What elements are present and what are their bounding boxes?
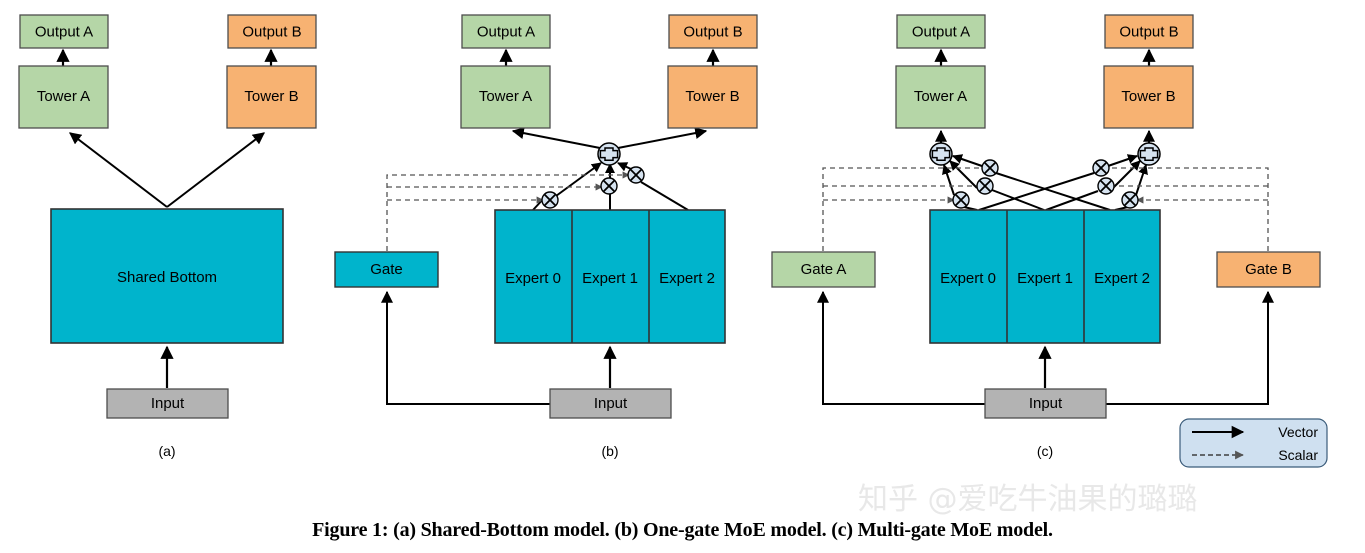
panel-c-mul-node-a0	[952, 191, 970, 209]
panel-c-output-a-label: Output A	[912, 23, 970, 40]
panel-b-tower-b-label: Tower B	[685, 88, 739, 105]
panel-c-tower-b-label: Tower B	[1121, 88, 1175, 105]
legend-scalar-label: Scalar	[1278, 447, 1318, 463]
panel-b-sum-node	[597, 142, 621, 166]
panel-b-output-b-box	[668, 14, 758, 49]
panel-b-experts-box	[494, 209, 726, 344]
panel-c-expert-0-label: Expert 0	[940, 270, 996, 287]
panel-b-gate-box	[334, 251, 439, 288]
panel-b-output-a-label: Output A	[477, 23, 535, 40]
panel-b-mul-node-1	[600, 177, 618, 195]
panel-b-input-label: Input	[594, 395, 628, 412]
panel-a-caption: (a)	[158, 443, 175, 459]
panel-c-tower-a-box	[895, 65, 986, 129]
panel-b-tower-b-box	[667, 65, 758, 129]
arrow-c-input-to-gate-a	[817, 290, 985, 405]
panel-b-gate-label: Gate	[370, 261, 403, 278]
panel-c-output-b-label: Output B	[1119, 23, 1178, 40]
arrow-c-input-to-gate-b	[1105, 290, 1274, 405]
panel-a-tower-b-box	[226, 65, 317, 129]
panel-c-output-b-box	[1104, 14, 1194, 49]
dashed-c-gateA-to-mulA2	[822, 164, 999, 287]
arrow-c-mulB0-to-sumB	[1107, 154, 1138, 167]
arrow-shared-bottom-to-tower-a	[69, 132, 168, 208]
panel-b-expert-1-label: Expert 1	[582, 270, 638, 287]
arrow-b-mul2-to-sum	[617, 162, 632, 172]
panel-b-expert-2-label: Expert 2	[659, 270, 715, 287]
legend-vector-label: Vector	[1278, 424, 1318, 440]
arrow-c-mulB1-to-sumB	[1112, 160, 1141, 189]
arrow-c-mulA1-to-sumA	[949, 160, 978, 189]
panel-c-mul-node-a1	[976, 177, 994, 195]
panel-b-tower-a-label: Tower A	[479, 88, 532, 105]
panel-c-expert-2-label: Expert 2	[1094, 270, 1150, 287]
panel-c-sum-node-b	[1137, 142, 1161, 166]
panel-c-gate-a-box	[771, 251, 876, 288]
legend: Vector Scalar	[1179, 418, 1328, 468]
panel-c-gate-b-label: Gate B	[1245, 261, 1292, 278]
arrow-b-expert2-to-mul2	[640, 181, 689, 211]
dashed-c-gateB-to-mulB0	[1092, 164, 1269, 287]
panel-c-caption: (c)	[1037, 443, 1053, 459]
dashed-b-gate-to-mul2	[386, 171, 630, 287]
arrow-b-mul0-to-sum	[555, 162, 602, 197]
arrow-c-expert1-to-mulA1	[991, 189, 1045, 211]
panel-c-mul-node-b2	[1121, 191, 1139, 209]
panel-c-experts-box	[929, 209, 1161, 344]
panel-b-output-b-label: Output B	[683, 23, 742, 40]
arrow-c-expert0-to-mulB0	[978, 172, 1095, 211]
panel-c-input-box	[984, 388, 1107, 419]
arrow-b-sum-to-tower-a	[511, 127, 601, 149]
panel-c-mul-node-b0	[1092, 159, 1110, 177]
panel-b: Output A Tower A Output B Tower B Gate E…	[334, 14, 758, 459]
panel-c-input-label: Input	[1029, 395, 1063, 412]
watermark: 知乎 @爱吃牛油果的璐璐	[858, 482, 1198, 517]
panel-a-output-a-label: Output A	[35, 23, 93, 40]
arrow-c-mulA0-to-sumA	[942, 164, 955, 196]
arrow-c-mulA2-to-sumA	[952, 154, 983, 167]
arrow-c-expert2-to-mulA2	[995, 172, 1111, 211]
panel-c: Output A Tower A Output B Tower B Gate A…	[771, 14, 1321, 459]
panel-c-output-a-box	[896, 14, 986, 49]
panel-c-tower-b-box	[1103, 65, 1194, 129]
figure-caption: Figure 1: (a) Shared-Bottom model. (b) O…	[312, 519, 1053, 541]
panel-a-tower-a-box	[18, 65, 109, 129]
panel-a: Output A Tower A Output B Tower B Shared…	[18, 14, 317, 459]
panel-c-mul-node-a2	[981, 159, 999, 177]
panel-a-output-b-label: Output B	[242, 23, 301, 40]
panel-c-gate-b-box	[1216, 251, 1321, 288]
arrow-shared-bottom-to-tower-b	[166, 132, 265, 208]
panel-a-tower-b-label: Tower B	[244, 88, 298, 105]
panel-c-tower-a-label: Tower A	[914, 88, 967, 105]
panel-b-input-box	[549, 388, 672, 419]
panel-b-mul-node-0	[541, 191, 559, 209]
arrow-c-expert1-to-mulB1	[1045, 190, 1099, 211]
panel-a-tower-a-label: Tower A	[37, 88, 90, 105]
arrow-b-sum-to-tower-b	[617, 127, 708, 149]
panel-a-shared-bottom-label: Shared Bottom	[117, 269, 217, 286]
panel-a-output-b-box	[227, 14, 317, 49]
arrow-c-mulB2-to-sumB	[1135, 164, 1148, 196]
panel-a-input-label: Input	[151, 395, 185, 412]
panel-c-expert-1-label: Expert 1	[1017, 270, 1073, 287]
arrow-b-input-to-gate	[381, 290, 550, 405]
panel-c-gate-a-label: Gate A	[801, 261, 847, 278]
panel-b-expert-0-label: Expert 0	[505, 270, 561, 287]
panel-a-shared-bottom-box	[50, 208, 284, 344]
panel-b-caption: (b)	[601, 443, 618, 459]
panel-c-mul-node-b1	[1097, 177, 1115, 195]
panel-a-input-box	[106, 388, 229, 419]
panel-b-mul-node-2	[627, 166, 645, 184]
panel-c-sum-node-a	[929, 142, 953, 166]
panel-b-tower-a-box	[460, 65, 551, 129]
panel-b-output-a-box	[461, 14, 551, 49]
panel-a-output-a-box	[19, 14, 109, 49]
